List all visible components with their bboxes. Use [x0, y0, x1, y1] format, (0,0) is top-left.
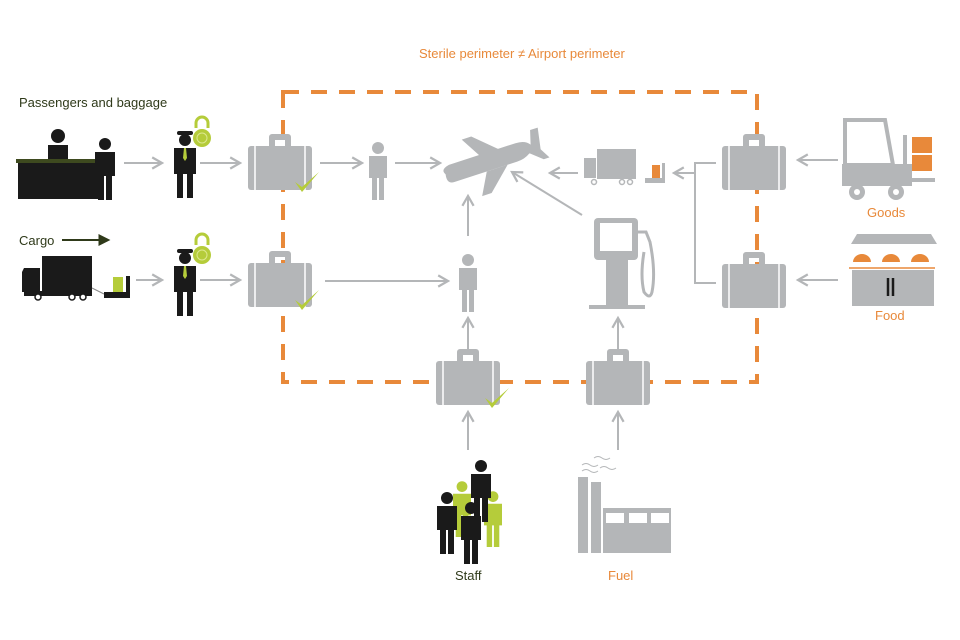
arrow-fuel-to-aircraft	[510, 170, 583, 216]
catering-icon	[849, 234, 937, 306]
suitcase-check-icon	[247, 133, 319, 192]
airplane-icon	[443, 127, 550, 197]
suitcase-icon	[721, 133, 787, 191]
fuel-pump-icon	[589, 218, 656, 309]
label-fuel: Fuel	[608, 568, 634, 583]
person-icon	[369, 142, 387, 200]
suitcase-icon	[721, 251, 787, 309]
truck-icon	[22, 256, 130, 301]
suitcase-icon	[585, 348, 651, 406]
label-goods: Goods	[867, 205, 906, 220]
diagram-title: Sterile perimeter ≠ Airport perimeter	[419, 46, 625, 61]
factory-icon	[578, 456, 671, 553]
check-in-desk-icon	[16, 129, 115, 200]
connector-screening-merge	[694, 162, 716, 284]
padlock-icon	[191, 115, 213, 149]
sterile-perimeter-boundary	[281, 90, 759, 384]
security-officer-icon	[174, 131, 196, 198]
label-cargo: Cargo	[19, 233, 55, 248]
label-staff: Staff	[455, 568, 482, 583]
truck-icon	[584, 149, 665, 186]
suitcase-check-icon	[435, 348, 509, 408]
label-passengers-and-baggage: Passengers and baggage	[19, 95, 168, 110]
label-food: Food	[875, 308, 905, 323]
staff-group-icon	[437, 460, 502, 564]
suitcase-check-icon	[247, 250, 319, 310]
person-icon	[459, 254, 477, 312]
forklift-icon	[842, 118, 935, 200]
security-officer-icon	[174, 249, 196, 316]
padlock-icon	[191, 232, 213, 266]
